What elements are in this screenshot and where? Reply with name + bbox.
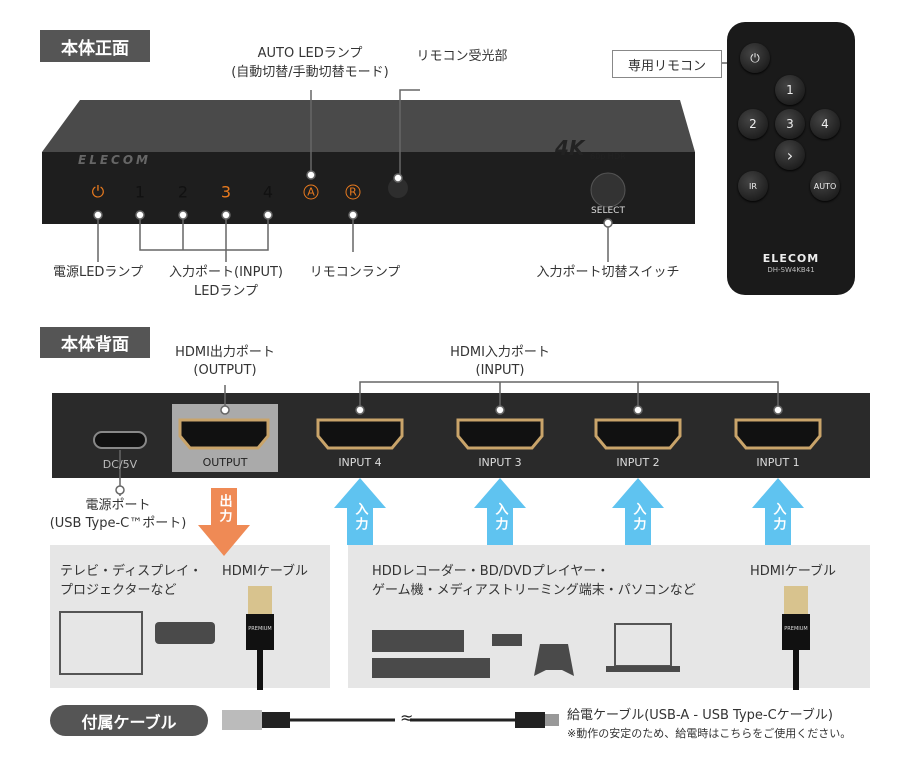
power-port-label: 電源ポート <box>85 498 151 513</box>
remote-model: DH-SW4KB41 <box>767 266 815 274</box>
select-label: SELECT <box>591 206 625 216</box>
device-brand: ELECOM <box>78 153 151 167</box>
input-3-label: INPUT 3 <box>478 456 522 469</box>
power-led-label: 電源LEDランプ <box>52 265 144 280</box>
input-devices-label-2: ゲーム機・メディアストリーミング端末・パソコンなど <box>372 583 696 598</box>
input-led-2: 2 <box>177 182 189 202</box>
back-leaders <box>115 381 783 496</box>
remote-button-2: 2 <box>738 109 768 139</box>
remote-led-label: リモコンランプ <box>309 265 401 280</box>
usb-c-port <box>93 431 147 449</box>
remote-button-1: 1 <box>775 75 805 105</box>
output-devices-label: テレビ・ディスプレイ・ <box>60 564 203 579</box>
hdmi-ports <box>178 418 822 450</box>
tv-icon <box>59 611 143 675</box>
accessory-note: ※動作の安定のため、給電時はこちらをご使用ください。 <box>567 727 852 740</box>
input-1-label: INPUT 1 <box>756 456 800 469</box>
front-leaders <box>93 62 740 262</box>
hdr-badge: 60p HDR <box>590 152 626 161</box>
cable-brand-left: PREMIUM <box>248 626 272 632</box>
input-arrow-label-1: 入力 <box>770 502 786 532</box>
power-led-icon: ⏻ <box>91 182 105 201</box>
remote-label: 専用リモコン <box>612 50 722 78</box>
input-led-label: 入力ポート(INPUT) <box>169 265 283 280</box>
input-led-1: 1 <box>134 182 146 202</box>
dc-label: DC/5V <box>102 458 138 471</box>
input-port-label-2: (INPUT) <box>475 363 525 378</box>
4k-badge: 4K <box>555 136 585 160</box>
hdmi-cable-label-left: HDMIケーブル <box>222 564 309 579</box>
recorder-icon <box>372 630 464 652</box>
cable-break-icon: ≈ <box>400 708 414 727</box>
output-arrow-label: 出力 <box>216 494 232 524</box>
projector-icon <box>155 622 215 644</box>
player-icon <box>372 658 490 678</box>
device-icons <box>59 611 680 678</box>
select-switch-label: 入力ポート切替スイッチ <box>536 265 680 280</box>
auto-led-icon: A <box>303 184 319 200</box>
input-arrows <box>334 478 804 545</box>
hdmi-cables <box>246 586 810 690</box>
output-device-panel <box>50 545 330 688</box>
output-label: OUTPUT <box>202 456 248 469</box>
output-devices-label-2: プロジェクターなど <box>60 583 177 598</box>
input-arrow-label-2: 入力 <box>630 502 646 532</box>
input-4-label: INPUT 4 <box>338 456 382 469</box>
auto-led-label-2: (自動切替/手動切替モード) <box>231 65 389 80</box>
input-port-label: HDMI入力ポート <box>450 345 550 360</box>
stick-icon <box>492 634 522 646</box>
select-button <box>590 172 626 208</box>
output-arrow <box>198 488 250 556</box>
remote-power-button: ⏻ <box>740 43 770 73</box>
cable-brand-right: PREMIUM <box>784 626 808 632</box>
accessory-title: 付属ケーブル <box>50 705 208 736</box>
remote-ir-button: IR <box>738 171 768 201</box>
remote-button-3: 3 <box>775 109 805 139</box>
ir-receiver-label: リモコン受光部 <box>416 49 508 64</box>
input-led-3: 3 <box>220 182 232 202</box>
auto-led-label: AUTO LEDランプ <box>257 46 363 61</box>
power-port-label-2: (USB Type-C™ポート) <box>49 516 187 531</box>
ir-receiver <box>388 178 408 198</box>
remote-auto-button: AUTO <box>810 171 840 201</box>
accessory-description: 給電ケーブル(USB-A - USB Type-Cケーブル) <box>567 708 833 723</box>
input-arrow-label-3: 入力 <box>492 502 508 532</box>
input-2-label: INPUT 2 <box>616 456 660 469</box>
remote-led-icon: R <box>345 184 361 200</box>
back-section-title: 本体背面 <box>40 327 150 358</box>
remote-next-button: › <box>775 140 805 170</box>
input-devices-label: HDDレコーダー・BD/DVDプレイヤー・ <box>372 564 610 579</box>
gamepad-icon <box>534 644 574 676</box>
output-port-label: HDMI出力ポート <box>175 345 275 360</box>
front-device-face <box>42 152 695 224</box>
input-led-label-2: LEDランプ <box>193 284 259 299</box>
remote-brand: ELECOM <box>762 252 820 265</box>
hdmi-cable-label-right: HDMIケーブル <box>750 564 837 579</box>
input-led-4: 4 <box>262 182 274 202</box>
front-section-title: 本体正面 <box>40 30 150 62</box>
input-arrow-label-4: 入力 <box>352 502 368 532</box>
front-device-top <box>42 100 695 152</box>
output-port-label-2: (OUTPUT) <box>193 363 257 378</box>
usb-cable <box>222 710 559 730</box>
remote-button-4: 4 <box>810 109 840 139</box>
